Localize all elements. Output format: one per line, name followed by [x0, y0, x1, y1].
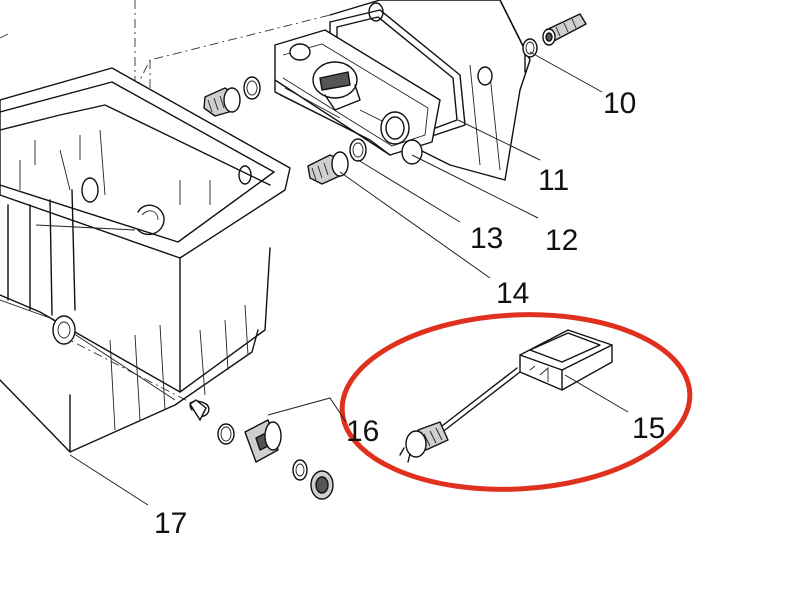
leader-lines — [35, 51, 629, 506]
fitting-set-part-16 — [189, 399, 334, 500]
inlet-connector-left — [203, 76, 261, 117]
power-cable — [441, 367, 521, 431]
highlight-ellipse — [339, 312, 693, 492]
transformer-part-15 — [519, 329, 613, 391]
filter-lid-assembly — [274, 0, 531, 181]
part-label-14: 14 — [496, 277, 529, 310]
part-label-13: 13 — [470, 222, 503, 255]
outlet-connector-parts-13-14 — [307, 138, 367, 185]
part-label-15: 15 — [632, 412, 665, 445]
part-label-10: 10 — [603, 87, 636, 120]
part-labels: 10 11 12 13 14 15 16 17 — [154, 87, 665, 540]
part-label-17: 17 — [154, 507, 187, 540]
mains-plug — [399, 421, 449, 463]
part-label-16: 16 — [346, 415, 379, 448]
filter-housing-box — [0, 67, 291, 453]
part-label-12: 12 — [545, 224, 578, 257]
hose-tail-part-10 — [522, 13, 587, 58]
part-label-11: 11 — [538, 164, 569, 197]
